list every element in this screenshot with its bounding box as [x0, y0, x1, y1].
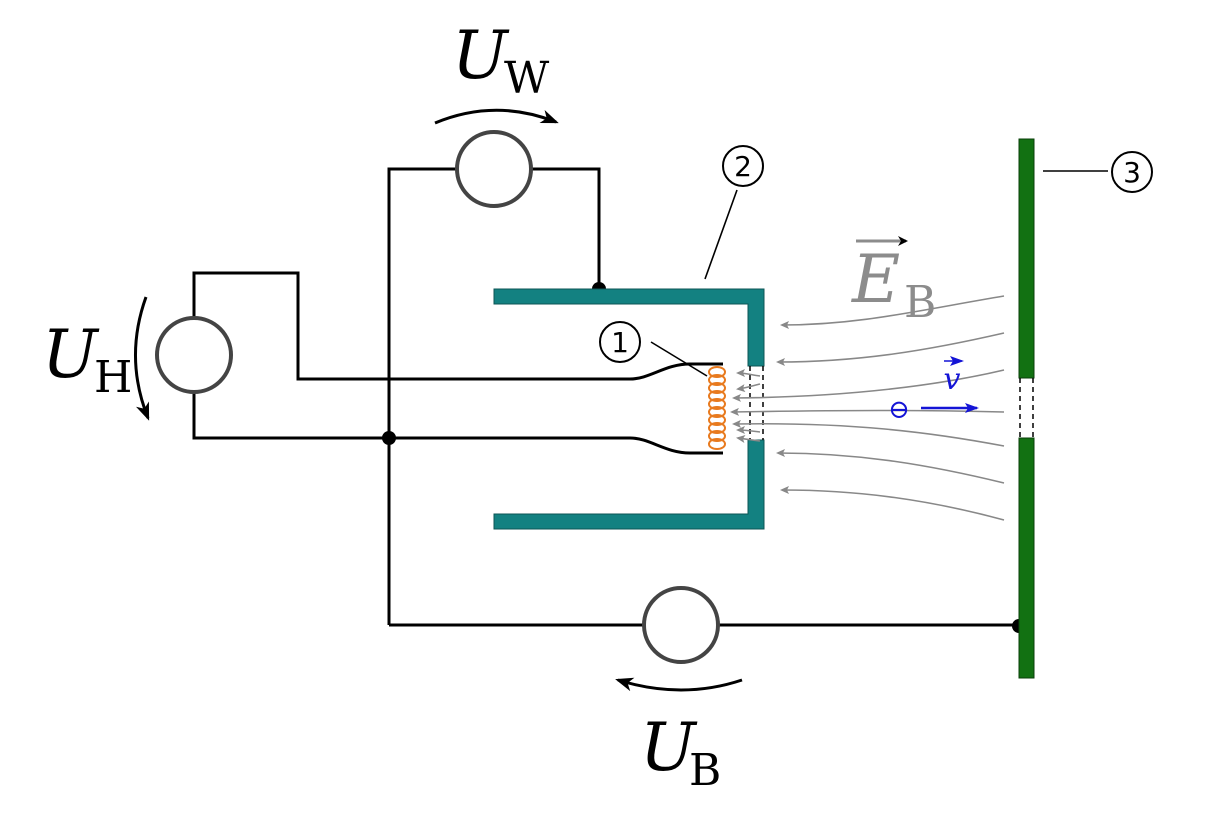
u-w-sub: W	[504, 53, 550, 104]
label-e-b: E B	[851, 236, 936, 328]
u-b-sub: B	[689, 745, 721, 796]
velocity-label: v	[944, 362, 961, 397]
anode-plate-lower	[1018, 437, 1035, 679]
marker-anode: 3	[1111, 151, 1153, 193]
apertures	[749, 366, 1034, 440]
callout-line-filament	[650, 341, 708, 377]
filament-coil	[708, 366, 726, 450]
marker-wehnelt-label: 2	[734, 150, 752, 183]
u-w-main: U	[452, 17, 510, 94]
e-b-sub: B	[904, 277, 936, 328]
wire-wehnelt-bias	[387, 167, 601, 625]
field-lines	[730, 295, 1005, 521]
label-u-b: U B	[640, 709, 721, 796]
source-u-b	[642, 586, 720, 664]
wehnelt-cylinder	[493, 288, 765, 530]
marker-anode-label: 3	[1123, 156, 1141, 189]
source-u-w	[455, 130, 533, 208]
marker-filament-label: 1	[611, 326, 629, 359]
marker-wehnelt: 2	[722, 145, 764, 187]
e-b-main: E	[851, 241, 900, 318]
marker-filament: 1	[599, 321, 641, 363]
u-b-main: U	[640, 709, 698, 786]
label-u-h: U H	[42, 316, 132, 403]
label-u-w: U W	[452, 17, 550, 104]
anode-plate-upper	[1018, 138, 1035, 379]
circuit-wires	[192, 167, 1019, 627]
electron-symbol: ⊖	[888, 395, 910, 425]
u-h-direction-arrow	[134, 296, 150, 421]
u-b-direction-arrow	[615, 677, 743, 692]
wire-heater-bottom	[192, 355, 723, 455]
callout-line-wehnelt	[704, 189, 738, 280]
u-h-main: U	[42, 316, 100, 393]
voltage-sources	[155, 130, 720, 664]
source-u-h	[155, 316, 233, 394]
wire-heater-top	[192, 271, 723, 381]
callout-lines	[650, 170, 1108, 377]
u-w-direction-arrow	[434, 108, 559, 125]
junction-dot-cathode	[382, 431, 396, 445]
u-h-sub: H	[94, 352, 132, 403]
